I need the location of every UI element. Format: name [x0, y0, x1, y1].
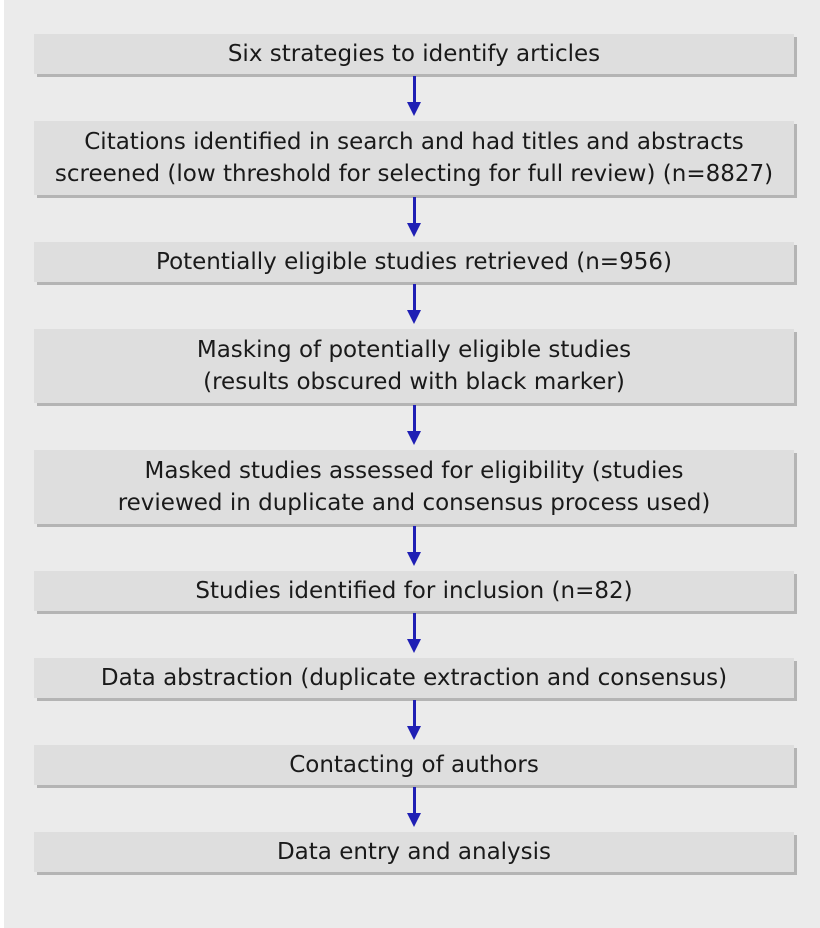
step-4-line-2: (results obscured with black marker)	[203, 369, 625, 395]
step-3-line-1: Potentially eligible studies retrieved (…	[156, 249, 672, 275]
step-box-5: Masked studies assessed for eligibility …	[34, 450, 794, 524]
step-box-9: Data entry and analysis	[34, 832, 794, 872]
step-box-6: Studies identified for inclusion (n=82)	[34, 571, 794, 611]
step-box-8: Contacting of authors	[34, 745, 794, 785]
step-5-line-1: Masked studies assessed for eligibility …	[144, 458, 684, 484]
step-box-4: Masking of potentially eligible studies …	[34, 329, 794, 403]
step-2-line-1: Citations identified in search and had t…	[84, 129, 744, 155]
step-8-line-1: Contacting of authors	[289, 752, 539, 778]
down-arrow-icon	[34, 524, 794, 571]
step-2-line-2: screened (low threshold for selecting fo…	[54, 161, 774, 187]
step-5-line-2: reviewed in duplicate and consensus proc…	[117, 490, 711, 516]
step-4-line-1: Masking of potentially eligible studies	[196, 337, 632, 363]
down-arrow-icon	[34, 195, 794, 242]
down-arrow-icon	[34, 611, 794, 658]
step-6-line-1: Studies identified for inclusion (n=82)	[195, 578, 633, 604]
step-box-2: Citations identified in search and had t…	[34, 121, 794, 195]
down-arrow-icon	[34, 282, 794, 329]
down-arrow-icon	[34, 698, 794, 745]
step-box-1: Six strategies to identify articles	[34, 34, 794, 74]
step-box-3: Potentially eligible studies retrieved (…	[34, 242, 794, 282]
down-arrow-icon	[34, 785, 794, 832]
step-box-7: Data abstraction (duplicate extraction a…	[34, 658, 794, 698]
down-arrow-icon	[34, 74, 794, 121]
step-9-line-1: Data entry and analysis	[276, 839, 552, 865]
down-arrow-icon	[34, 403, 794, 450]
diagram-frame: Six strategies to identify articles Cita…	[4, 0, 820, 928]
flowchart: Six strategies to identify articles Cita…	[34, 34, 794, 872]
step-7-line-1: Data abstraction (duplicate extraction a…	[100, 665, 728, 691]
step-1-line-1: Six strategies to identify articles	[227, 41, 601, 67]
